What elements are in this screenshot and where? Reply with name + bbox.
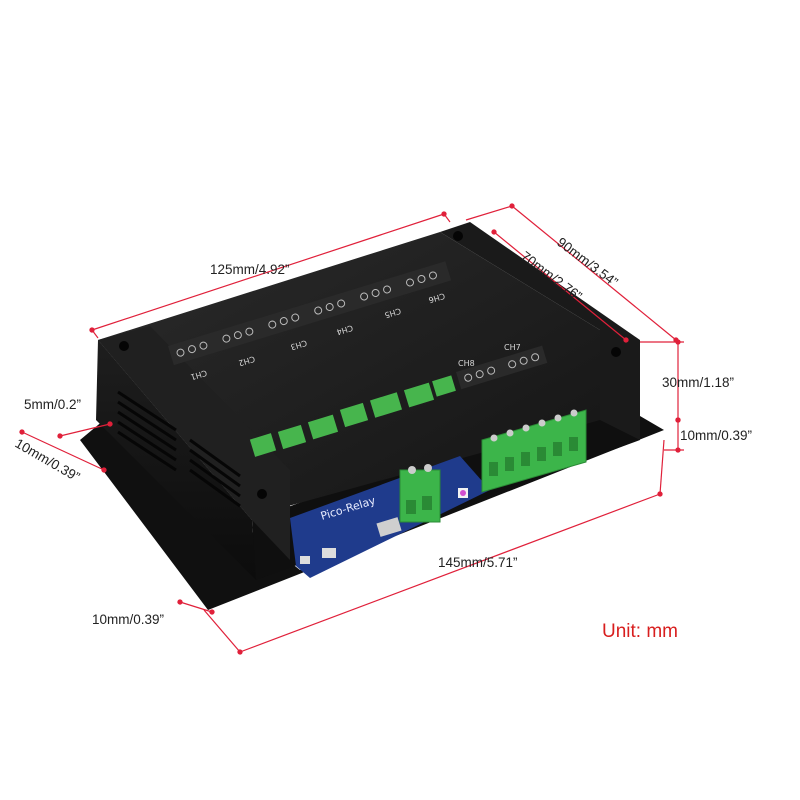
dim-label-height: 30mm/1.18” [662, 375, 734, 390]
channel-label-ch8: CH8 [458, 359, 475, 368]
io-terminal-block [481, 409, 587, 493]
ch7-ch8-terminals: CH8 CH7 [456, 343, 548, 390]
dim-line-foot-left [19, 429, 107, 473]
screw-hole [257, 489, 267, 499]
dim-line-length-base [237, 491, 663, 655]
dim-label-foot-left: 10mm/0.39” [13, 436, 83, 485]
dim-label-length-base: 145mm/5.71” [438, 555, 518, 570]
power-terminal-block [399, 464, 441, 523]
dim-label-flange: 5mm/0.2” [24, 397, 81, 412]
led-indicator-windows [249, 375, 456, 457]
dim-label-foot-width: 10mm/0.39” [92, 612, 164, 627]
screw-hole [453, 231, 463, 241]
dim-label-foot-right: 10mm/0.39” [680, 428, 752, 443]
dim-label-length-top: 125mm/4.92” [210, 262, 290, 277]
dim-line-length-top [89, 211, 447, 333]
screw-hole [119, 341, 129, 351]
dim-line-foot-width [177, 599, 215, 615]
unit-label: Unit: mm [602, 621, 678, 642]
dim-line-depth-inner [491, 229, 629, 343]
tact-button [322, 548, 336, 558]
tact-button [300, 556, 310, 564]
channel-label-ch7: CH7 [504, 343, 521, 352]
screw-hole [611, 347, 621, 357]
rgb-led-dot [460, 490, 466, 496]
dimension-lines [19, 203, 684, 655]
vent-slots [117, 390, 241, 508]
